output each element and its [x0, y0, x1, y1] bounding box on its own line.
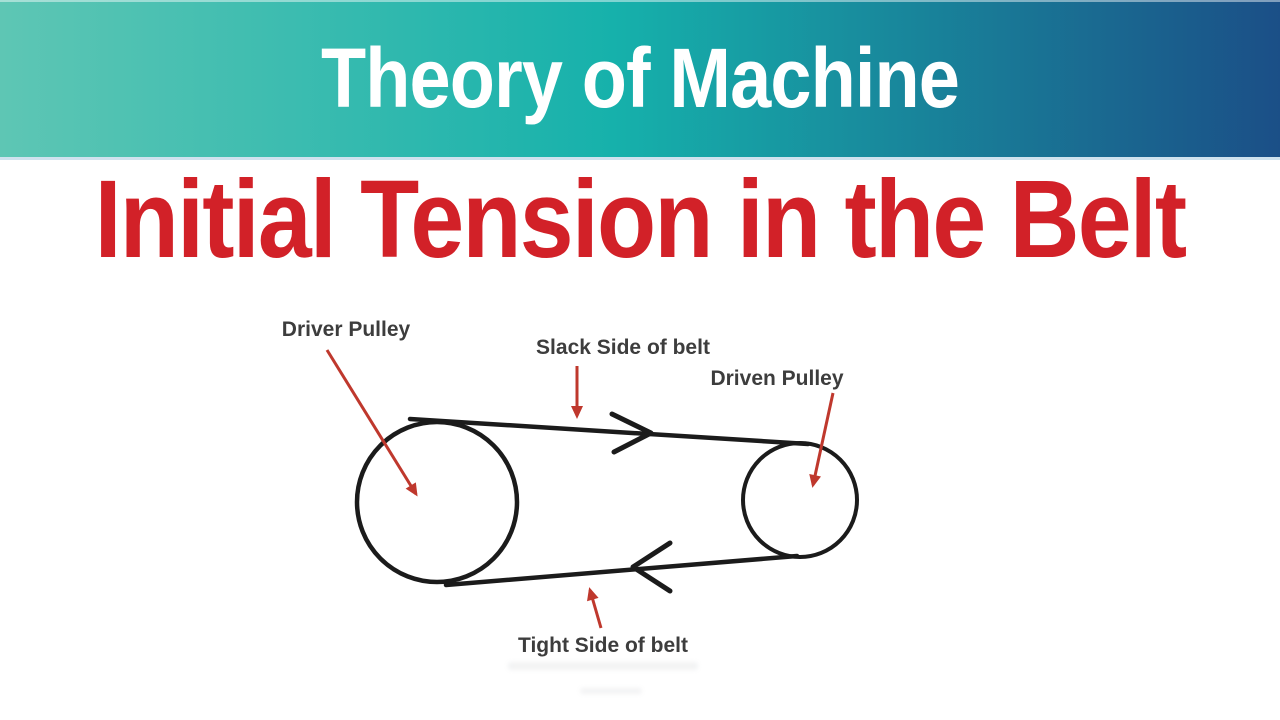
page-title: Initial Tension in the Belt: [94, 158, 1188, 281]
driven-pulley-circle: [741, 441, 859, 559]
driver-pulley-circle: [354, 419, 520, 585]
belt-slack-side-line: [407, 416, 811, 447]
belt-drive-shapes: [354, 411, 859, 594]
driven-pulley-label: Driven Pulley: [710, 367, 843, 390]
driver-pulley-label: Driver Pulley: [282, 318, 411, 341]
faint-artifact: [508, 662, 698, 670]
belt-direction-right-arrow-icon: [609, 411, 654, 455]
tight-side-pointer-arrow-icon: [587, 587, 603, 629]
annotation-arrows: [325, 349, 835, 629]
slack-side-label: Slack Side of belt: [536, 336, 710, 359]
driver-pulley-pointer-arrow-icon: [325, 349, 418, 497]
driven-pulley-pointer-arrow-icon: [809, 392, 835, 488]
header-title: Theory of Machine: [320, 31, 960, 125]
diagram-labels: Driver Pulley Slack Side of belt Driven …: [282, 318, 844, 657]
header-banner: Theory of Machine: [0, 0, 1280, 160]
tight-side-label: Tight Side of belt: [518, 634, 688, 657]
faint-artifact: [580, 688, 642, 694]
belt-tight-side-line: [443, 553, 800, 588]
belt-direction-left-arrow-icon: [630, 540, 673, 594]
